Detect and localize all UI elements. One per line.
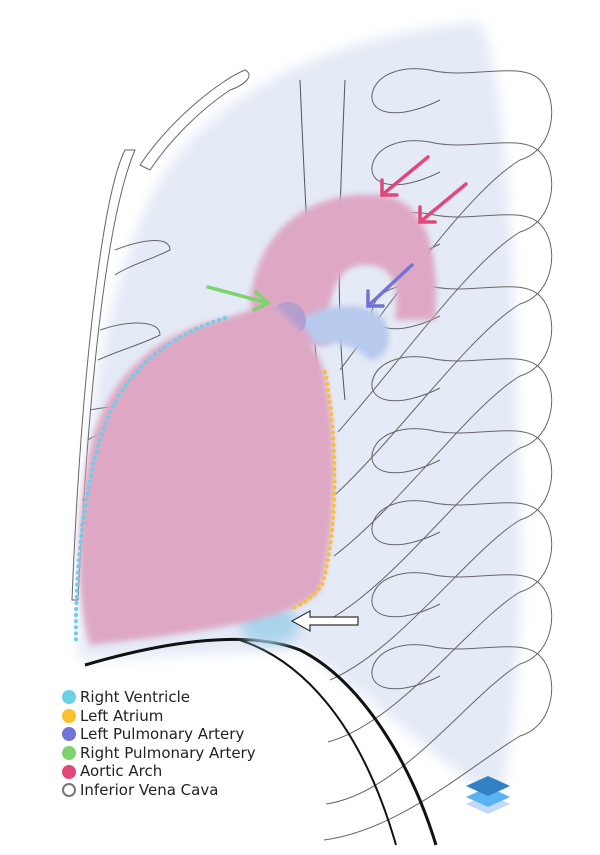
left-pulmonary-artery-arrow <box>366 263 414 308</box>
legend-label: Inferior Vena Cava <box>80 780 219 799</box>
aortic-arch-arrow-1 <box>380 155 430 197</box>
diaphragm-posterior <box>239 639 397 846</box>
rib <box>337 140 553 433</box>
aortic-arch-swatch-icon <box>62 764 76 779</box>
rib <box>331 356 553 619</box>
right-ventricle-border <box>73 316 227 642</box>
legend-item: Left Pulmonary Artery <box>62 725 256 744</box>
ribs <box>323 68 553 841</box>
inferior-vena-cava-swatch-icon <box>62 783 76 798</box>
heart <box>79 305 335 645</box>
rib <box>325 572 553 805</box>
inferior-vena-cava-arrow <box>290 609 359 633</box>
right-pulmonary-artery-arrow <box>206 285 272 312</box>
legend-label: Aortic Arch <box>80 762 163 781</box>
legend-item: Aortic Arch <box>62 762 256 781</box>
right-pulmonary-artery-swatch-icon <box>62 746 76 761</box>
legend-label: Right Ventricle <box>80 688 190 706</box>
layers-logo-icon <box>466 776 510 814</box>
legend-item: Right Pulmonary Artery <box>62 744 256 763</box>
legend-label: Left Pulmonary Artery <box>80 725 245 744</box>
right-ventricle-swatch-icon <box>62 690 76 705</box>
legend-item: Right Ventricle <box>62 688 256 707</box>
left-atrium-swatch-icon <box>62 708 76 723</box>
left-pulmonary-artery <box>300 305 389 360</box>
diaphragm <box>84 637 438 846</box>
legend-label: Left Atrium <box>80 706 164 725</box>
rib <box>339 68 553 371</box>
legend-item: Left Atrium <box>62 707 256 726</box>
left-pulmonary-artery-swatch-icon <box>62 727 76 742</box>
rib <box>327 500 553 743</box>
legend-item: Inferior Vena Cava <box>62 781 256 800</box>
aortic-arch-arrow-2 <box>418 182 468 224</box>
legend-label: Right Pulmonary Artery <box>80 743 256 762</box>
left-atrium-border <box>290 370 337 610</box>
rib <box>323 644 553 841</box>
